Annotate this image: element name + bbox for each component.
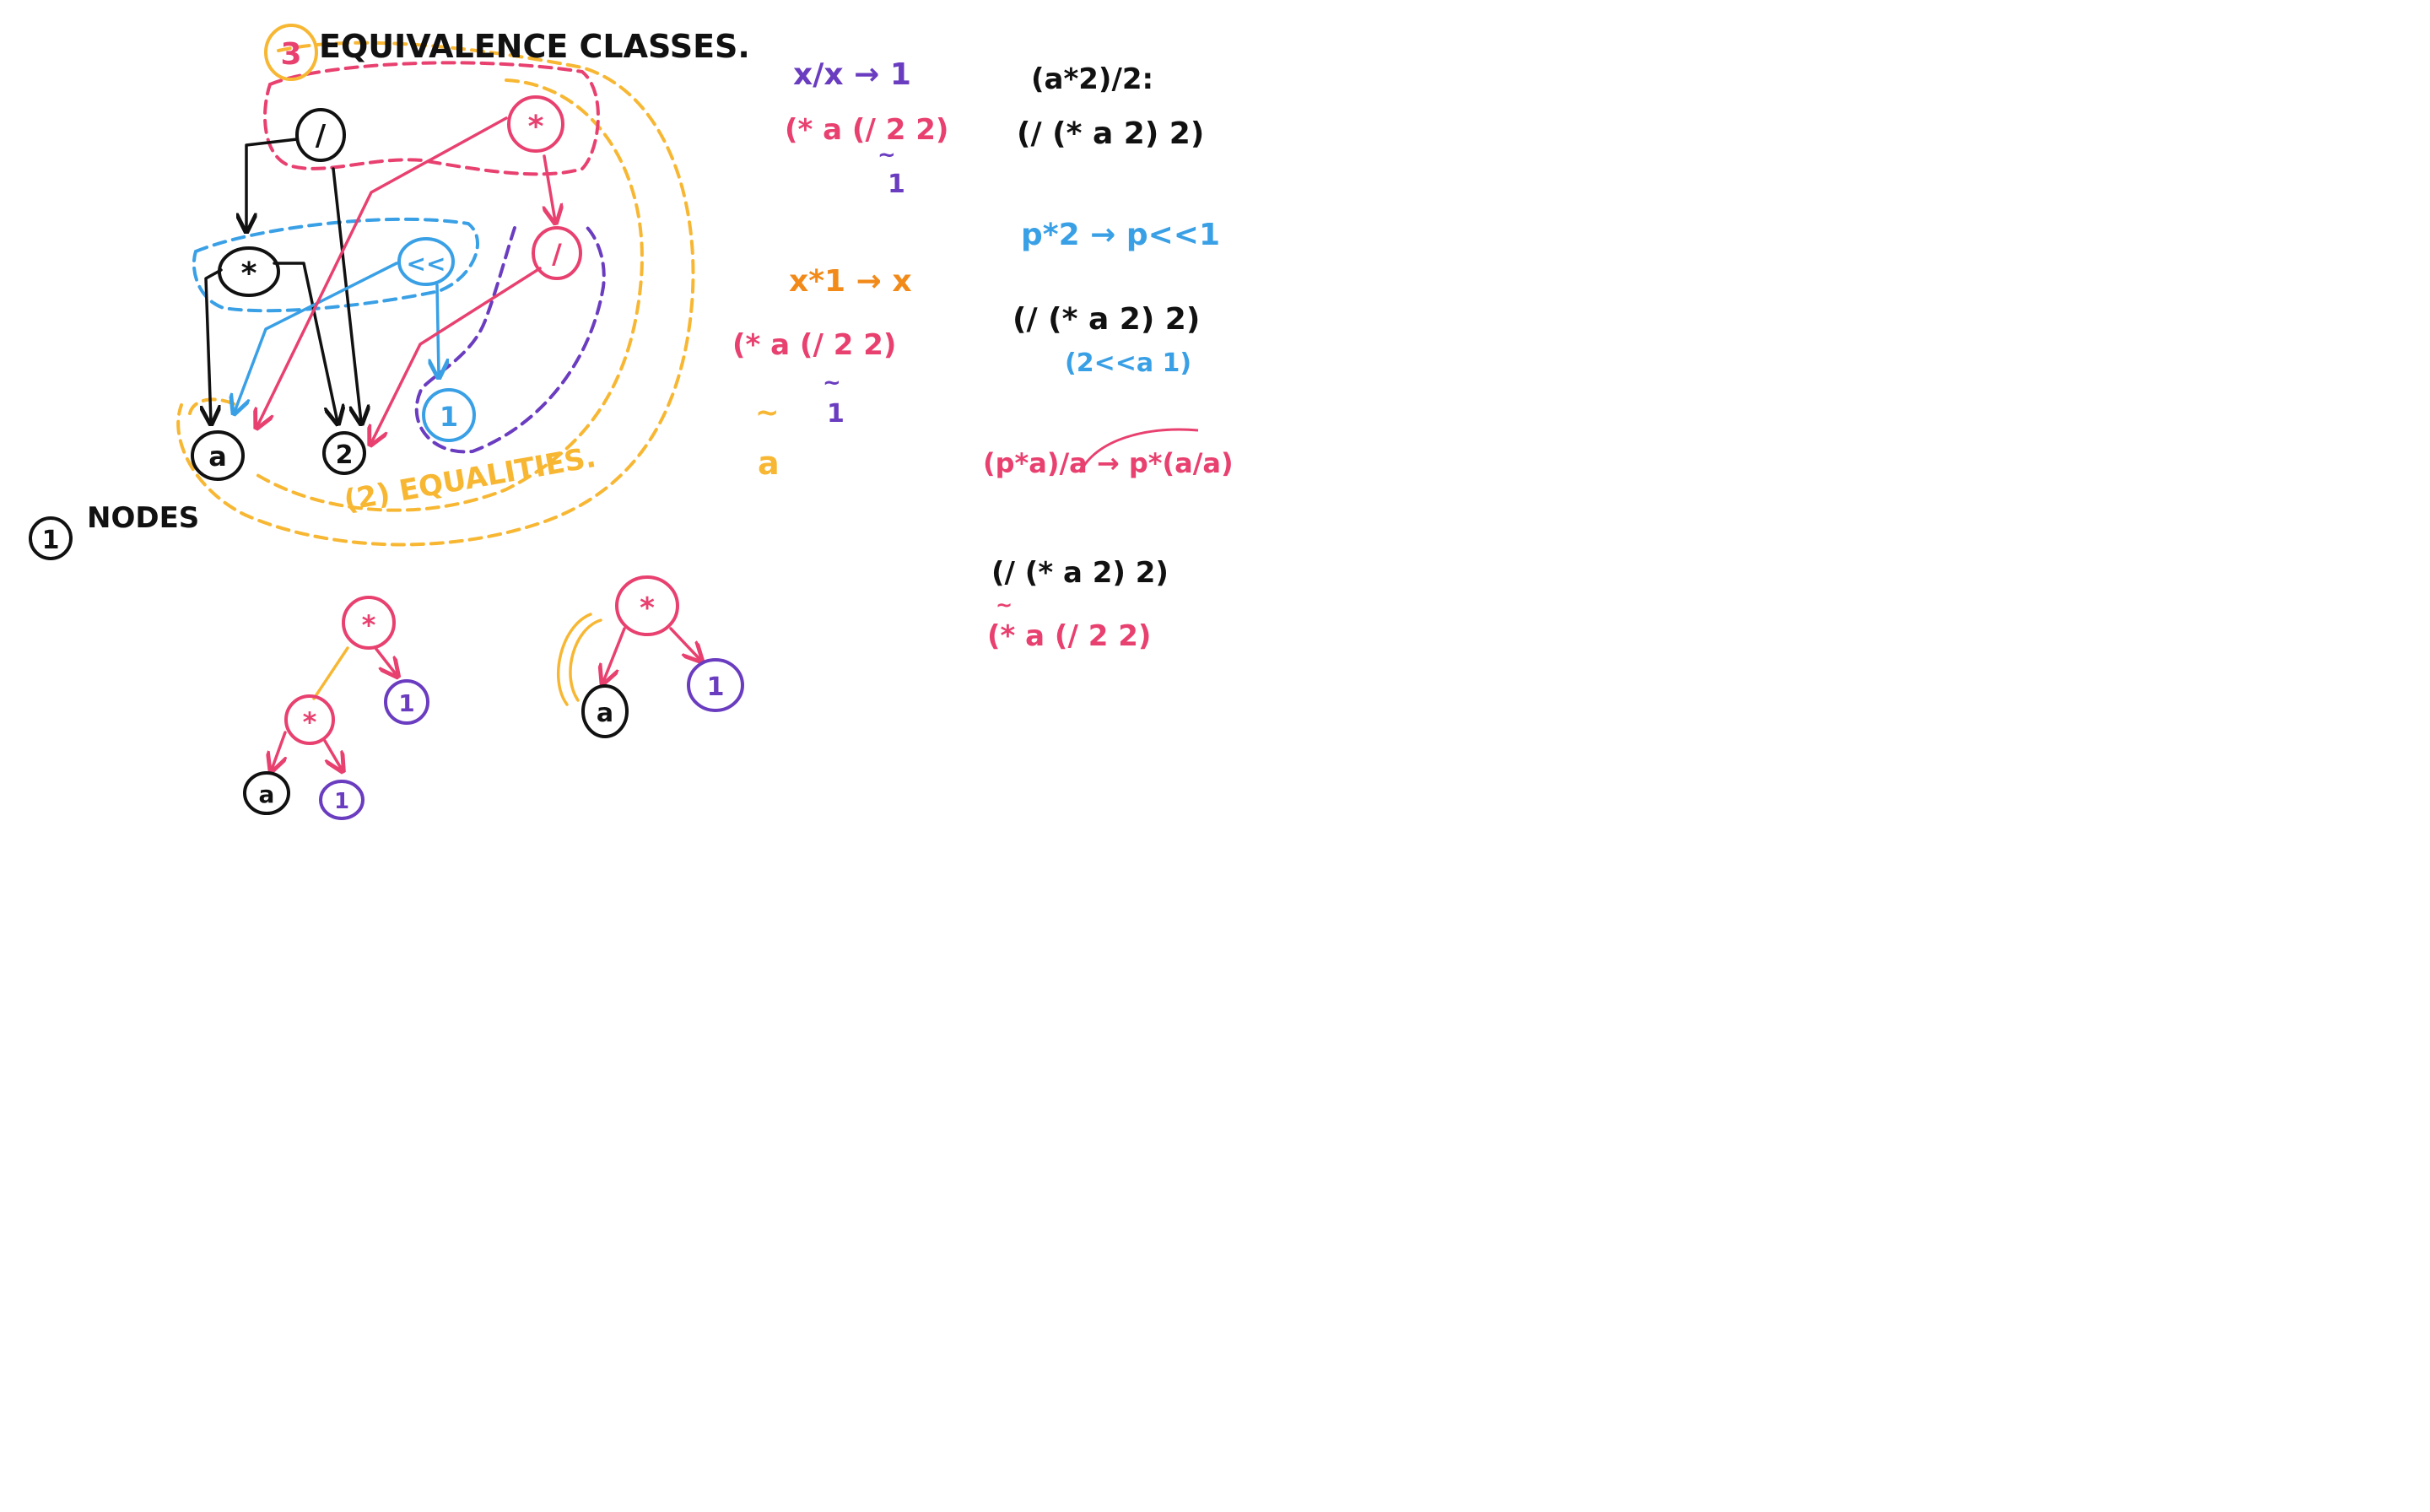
nodes-number-circle — [29, 516, 73, 560]
tree-right-edge-a — [603, 627, 626, 682]
nodes-number: 1 — [42, 526, 60, 555]
tree-left-a-label: a — [259, 780, 275, 808]
tree-right-a-node[interactable] — [581, 684, 629, 738]
node-div-label: / — [316, 119, 327, 153]
node-mul-top[interactable]: * — [507, 95, 564, 153]
yellow-class-outer — [176, 40, 695, 547]
rules-middle: x/x → 1 (* a (/ 2 2) ~ 1 x*1 → x (* a (/… — [732, 57, 948, 482]
equivalence-classes-label: EQUIVALENCE CLASSES. — [319, 28, 750, 65]
tree-left-edge-a — [272, 731, 285, 770]
tree-left-edge-mid — [312, 646, 349, 700]
rule2-tilde: ~ — [823, 370, 841, 396]
node-div[interactable]: / — [295, 108, 346, 162]
rule1-expr: (* a (/ 2 2) — [785, 113, 948, 147]
edge-mul-top-to-a — [257, 116, 508, 426]
case3-rule: (p*a)/a → p*(a/a) — [983, 447, 1234, 479]
tree-left — [243, 596, 429, 820]
node-div-right[interactable]: / — [532, 226, 582, 280]
tree-left-a-node[interactable] — [243, 771, 290, 815]
case4-alt: (* a (/ 2 2) — [987, 619, 1151, 653]
tree-left-one-node[interactable] — [384, 679, 429, 725]
tree-right-one-node[interactable] — [687, 658, 744, 712]
case2-alt: (2<<a 1) — [1065, 348, 1191, 378]
case3-arrow-flourish — [1078, 428, 1199, 473]
node-one-label: 1 — [440, 401, 458, 433]
graph-nodes: / * << * / a 2 1 — [191, 95, 582, 481]
edge-mul-top-to-div — [544, 154, 555, 221]
tree-left-edge-one — [374, 646, 397, 675]
rule1-text: x/x → 1 — [793, 57, 911, 92]
tree-left-one-label: 1 — [398, 689, 414, 717]
node-mul-label: * — [241, 256, 257, 291]
edge-shl-to-a — [235, 262, 398, 412]
rule1-result: 1 — [888, 170, 905, 199]
edge-div-to-two — [332, 167, 361, 422]
yellow-class-inner — [251, 78, 644, 512]
tree-left-one-bottom-label: 1 — [334, 789, 349, 814]
node-shl-label: << — [407, 250, 446, 278]
case2-expr: (/ (* a 2) 2) — [1012, 302, 1200, 337]
rule1-tilde: ~ — [878, 143, 896, 168]
node-a-label: a — [208, 440, 227, 472]
tree-right-labels: * a 1 — [597, 591, 725, 728]
tree-right-top-label: * — [640, 591, 655, 625]
node-div-right-label: / — [552, 238, 562, 270]
edge-mul-to-a — [206, 268, 223, 422]
tree-right-yellow-arc-1 — [569, 618, 602, 702]
rule2-a: a — [758, 445, 780, 482]
rule2-result: 1 — [827, 399, 845, 429]
edge-div-right-to-two — [371, 267, 542, 443]
node-mul-top-label: * — [528, 110, 544, 144]
whiteboard: / * << * / a 2 1 — [29, 24, 1234, 820]
tree-left-mid-node[interactable] — [284, 694, 335, 745]
tree-right-a-label: a — [597, 699, 613, 728]
purple-class — [414, 222, 606, 454]
node-a[interactable]: a — [191, 430, 245, 481]
diagram-labels: 3 EQUIVALENCE CLASSES. 1 NODES (2) EQUAL… — [29, 24, 750, 560]
node-one[interactable]: 1 — [422, 388, 476, 442]
equivalence-number-circle — [264, 24, 318, 81]
equivalence-number: 3 — [280, 37, 301, 72]
edge-shl-to-one — [437, 284, 439, 375]
node-two-label: 2 — [336, 440, 354, 470]
tree-left-top-node[interactable] — [342, 596, 396, 650]
case2-rule: p*2 → p<<1 — [1021, 218, 1220, 252]
rules-right: (a*2)/2: (/ (* a 2) 2) p*2 → p<<1 (/ (* … — [983, 62, 1234, 653]
case1-expr: (/ (* a 2) 2) — [1017, 116, 1204, 151]
edge-mul-to-two — [273, 262, 338, 422]
tree-right — [556, 575, 744, 738]
tree-right-top-node[interactable] — [615, 575, 679, 636]
equivalence-class-outlines — [176, 40, 695, 547]
tree-left-top-label: * — [362, 609, 376, 641]
nodes-label: NODES — [87, 501, 199, 535]
edge-div-to-mul — [246, 138, 299, 230]
tree-left-one-bottom-node[interactable] — [319, 780, 364, 820]
tree-right-one-label: 1 — [707, 672, 725, 702]
graph-edges — [206, 116, 555, 443]
blue-class — [192, 217, 479, 313]
rule2-tilde-left: ~ — [755, 396, 780, 429]
tree-right-edge-one — [669, 627, 700, 660]
node-shl[interactable]: << — [397, 237, 455, 286]
rule2-text: x*1 → x — [789, 264, 912, 299]
tree-right-yellow-arc-2 — [556, 613, 592, 706]
tree-left-edge-one-bottom — [323, 739, 342, 770]
tree-left-labels: * * 1 a 1 — [259, 609, 415, 814]
node-two[interactable]: 2 — [322, 431, 366, 475]
case1-head: (a*2)/2: — [1031, 62, 1153, 96]
pink-top-class — [263, 61, 600, 176]
case4-tilde: ~ — [996, 593, 1012, 617]
node-mul[interactable]: * — [218, 246, 280, 297]
yellow-around-a — [188, 397, 238, 415]
case4-expr: (/ (* a 2) 2) — [991, 556, 1169, 590]
tree-left-mid-label: * — [303, 706, 317, 738]
rule2-expr: (* a (/ 2 2) — [732, 328, 896, 362]
